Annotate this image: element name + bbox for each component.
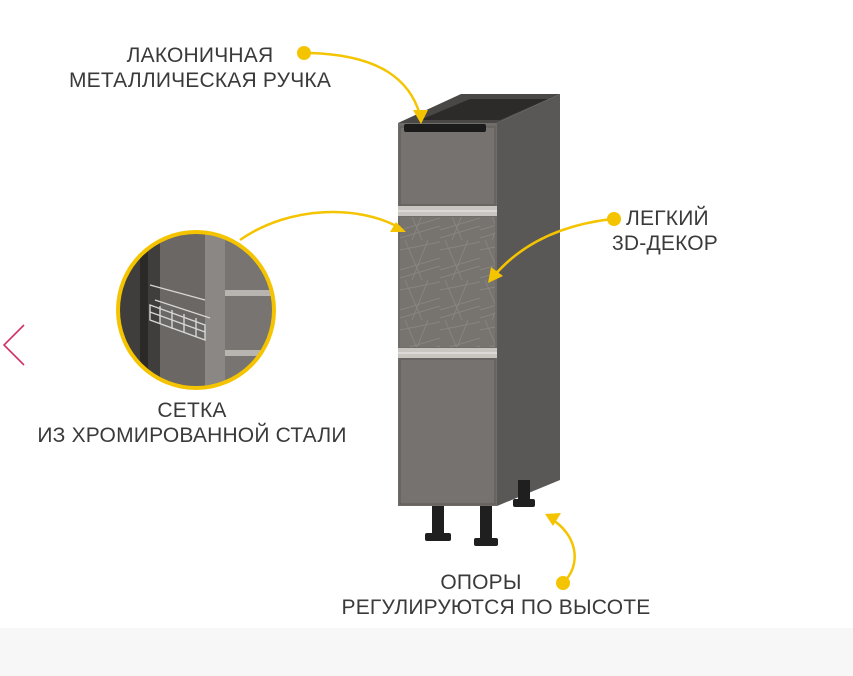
callout-mesh: СЕТКА ИЗ ХРОМИРОВАННОЙ СТАЛИ — [0, 398, 384, 448]
callout-decor: ЛЕГКИЙ 3D-ДЕКОР — [612, 206, 752, 256]
mesh-basket-zoom — [116, 230, 276, 390]
callout-arrowheads — [390, 110, 561, 526]
callout-mesh-line2: ИЗ ХРОМИРОВАННОЙ СТАЛИ — [37, 424, 347, 447]
callout-handle-line1: ЛАКОНИЧНАЯ — [126, 44, 274, 67]
callout-mesh-line1: СЕТКА — [157, 399, 227, 422]
callout-dots — [297, 46, 621, 590]
callout-connectors — [239, 51, 613, 584]
3d-decor-panel — [400, 217, 495, 347]
prev-slide-button[interactable] — [0, 322, 30, 368]
bottom-band — [0, 628, 853, 676]
callout-handle: ЛАКОНИЧНАЯ МЕТАЛЛИЧЕСКАЯ РУЧКА — [40, 43, 360, 93]
callout-legs-line2: РЕГУЛИРУЮТСЯ ПО ВЫСОТЕ — [341, 596, 651, 619]
callout-decor-line2: 3D-ДЕКОР — [612, 232, 719, 255]
callout-legs: ОПОРЫ РЕГУЛИРУЮТСЯ ПО ВЫСОТЕ — [310, 570, 682, 620]
callout-handle-line2: МЕТАЛЛИЧЕСКАЯ РУЧКА — [68, 69, 332, 92]
callout-decor-line1: ЛЕГКИЙ — [626, 207, 709, 230]
cabinet — [398, 94, 560, 546]
metal-handle — [404, 124, 486, 132]
cabinet-legs — [425, 480, 535, 546]
callout-legs-line1: ОПОРЫ — [440, 571, 522, 594]
chevron-left-icon — [2, 324, 25, 366]
